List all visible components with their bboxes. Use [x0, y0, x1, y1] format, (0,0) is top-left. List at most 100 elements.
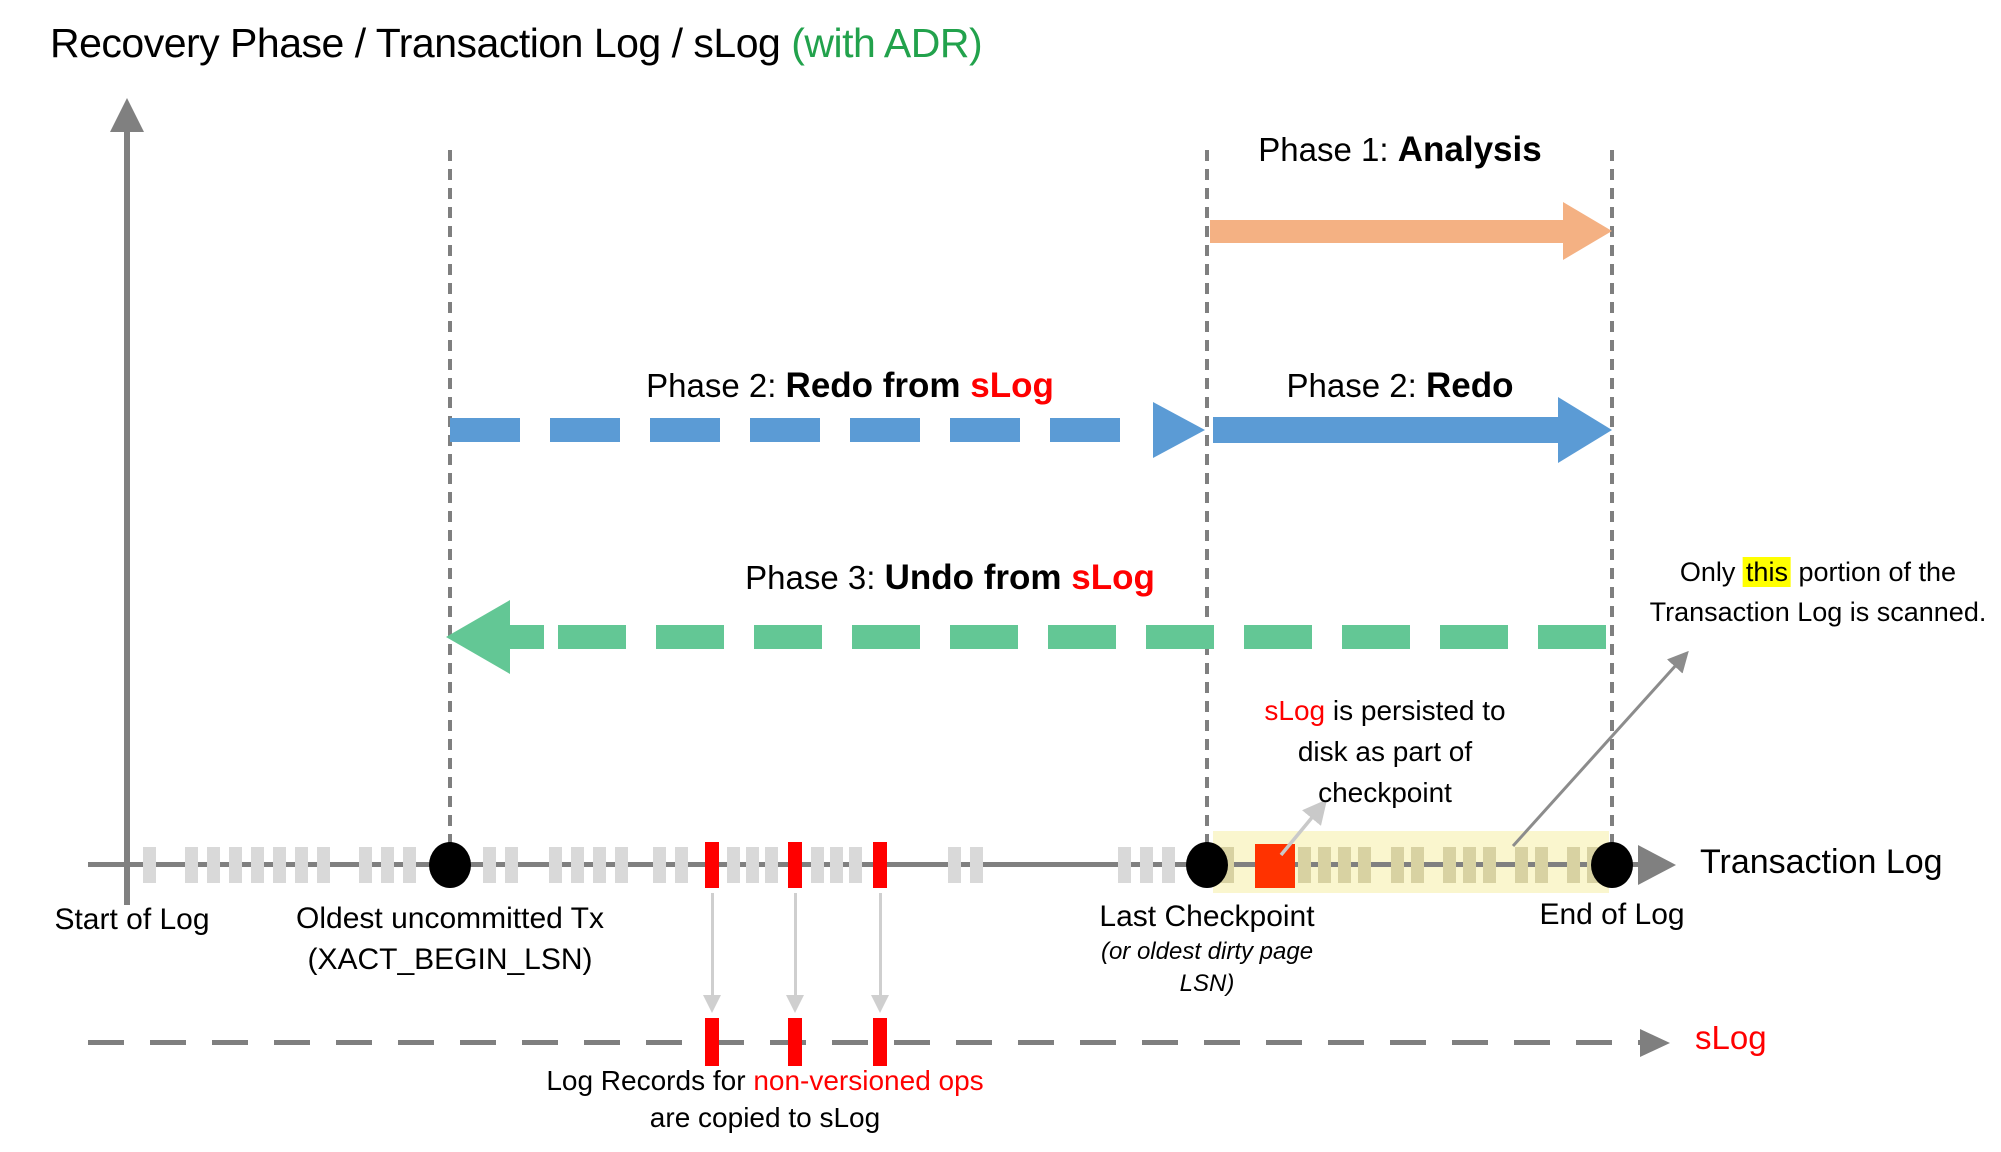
scanned-log-record-tick — [1463, 847, 1476, 883]
scanned-log-record-tick — [1483, 847, 1496, 883]
persist-note: sLog is persisted to disk as part of che… — [1264, 690, 1505, 813]
persist-note-line1: sLog is persisted to — [1264, 690, 1505, 731]
phase2-slog-name: Redo from — [785, 366, 971, 405]
start-of-log-label: Start of Log — [54, 903, 210, 936]
checkpoint-label-line2: (or oldest dirty page — [1100, 938, 1314, 965]
transaction-log-axis-label: Transaction Log — [1700, 843, 1943, 881]
log-record-tick — [746, 847, 759, 883]
scan-note-line1: Only this portion of the — [1650, 552, 1987, 592]
log-record-tick — [1118, 847, 1131, 883]
log-record-tick — [675, 847, 688, 883]
copy-to-slog-arrow-line — [794, 893, 797, 995]
log-record-tick — [317, 847, 330, 883]
log-record-tick — [273, 847, 286, 883]
oldest-uncommitted-tx-guide-line — [448, 150, 452, 845]
log-record-tick — [295, 847, 308, 883]
oldest-uncommitted-tx-label: Oldest uncommitted Tx (XACT_BEGIN_LSN) — [296, 898, 604, 980]
phase2-redo-arrowhead-icon — [1558, 397, 1612, 463]
phase2-redo-from-slog-arrowhead-icon — [1153, 402, 1205, 458]
copy-to-slog-arrowhead-icon — [703, 995, 721, 1013]
phase2-name: Redo — [1425, 366, 1514, 405]
scan-note-line2: Transaction Log is scanned. — [1649, 597, 1987, 627]
log-record-tick — [251, 847, 264, 883]
phase3-red: sLog — [1071, 558, 1155, 597]
non-versioned-op-tick — [873, 842, 887, 888]
log-record-tick — [571, 847, 584, 883]
title-main: Recovery Phase / Transaction Log / sLog — [50, 20, 792, 66]
log-record-tick — [849, 847, 862, 883]
copy-note-black: Log Records for — [546, 1065, 754, 1096]
log-record-tick — [403, 847, 416, 883]
scanned-log-record-tick — [1298, 847, 1311, 883]
copy-note-line2: are copied to sLog — [649, 1102, 881, 1133]
oldest-label-line1: Oldest uncommitted Tx — [296, 902, 604, 935]
scanned-log-record-tick — [1515, 847, 1528, 883]
slog-record-tick — [705, 1018, 719, 1066]
last-checkpoint-marker — [1186, 842, 1228, 888]
log-record-tick — [615, 847, 628, 883]
copy-note: Log Records for non-versioned ops are co… — [546, 1062, 983, 1136]
end-of-log-guide-line — [1610, 150, 1614, 845]
persist-note-red: sLog — [1264, 695, 1326, 726]
scanned-log-record-tick — [1567, 847, 1580, 883]
oldest-label-line2: (XACT_BEGIN_LSN) — [307, 943, 593, 976]
copy-to-slog-arrowhead-icon — [786, 995, 804, 1013]
log-record-tick — [593, 847, 606, 883]
log-record-tick — [359, 847, 372, 883]
phase2-slog-red: sLog — [970, 366, 1054, 405]
log-record-tick — [830, 847, 843, 883]
page-title: Recovery Phase / Transaction Log / sLog … — [50, 20, 983, 67]
phase3-prefix: Phase 3: — [745, 559, 885, 596]
copy-to-slog-arrowhead-icon — [871, 995, 889, 1013]
phase2-redo-arrow-body — [1213, 417, 1558, 443]
scan-note-highlight: this — [1742, 557, 1791, 587]
scanned-log-record-tick — [1411, 847, 1424, 883]
slog-axis-label: sLog — [1695, 1019, 1767, 1056]
checkpoint-label-line1: Last Checkpoint — [1099, 900, 1315, 933]
scan-note-post: portion of the — [1790, 557, 1957, 587]
copy-note-red: non-versioned ops — [753, 1065, 984, 1096]
non-versioned-op-tick — [788, 842, 802, 888]
scan-note: Only this portion of the Transaction Log… — [1649, 552, 1987, 632]
copy-note-line1: Log Records for non-versioned ops — [546, 1062, 983, 1099]
phase1-analysis-arrow-body — [1210, 220, 1563, 243]
slog-record-tick — [873, 1018, 887, 1066]
persist-note-line3: checkpoint — [1318, 777, 1452, 808]
scanned-log-record-tick — [1391, 847, 1404, 883]
phase2-redo-label: Phase 2: Redo — [1287, 366, 1514, 406]
checkpoint-label-line3: LSN) — [1179, 970, 1235, 997]
scanned-log-record-tick — [1535, 847, 1548, 883]
phase3-label: Phase 3: Undo from sLog — [745, 558, 1155, 598]
end-of-log-marker — [1591, 842, 1633, 888]
scanned-log-record-tick — [1443, 847, 1456, 883]
non-versioned-op-tick — [705, 842, 719, 888]
slog-axis-line — [88, 1040, 1640, 1045]
transaction-log-arrowhead-icon — [1638, 845, 1676, 885]
log-record-tick — [811, 847, 824, 883]
end-of-log-label: End of Log — [1539, 898, 1685, 931]
log-record-tick — [1162, 847, 1175, 883]
log-record-tick — [549, 847, 562, 883]
transaction-log-axis-line — [88, 862, 1640, 867]
phase2-slog-prefix: Phase 2: — [646, 367, 786, 404]
scanned-log-record-tick — [1338, 847, 1351, 883]
scan-note-pointer-arrow — [1511, 650, 1689, 848]
y-axis-arrowhead-icon — [110, 98, 144, 132]
phase1-label: Phase 1: Analysis — [1258, 130, 1541, 170]
phase3-undo-arrow-stem — [510, 625, 544, 649]
slog-persisted-marker — [1255, 844, 1295, 888]
title-adr-suffix: (with ADR) — [791, 20, 983, 66]
phase2-redo-from-slog-arrow-body — [450, 418, 1150, 442]
phase2-redo-from-slog-label: Phase 2: Redo from sLog — [646, 366, 1054, 406]
slog-arrowhead-icon — [1640, 1029, 1670, 1057]
log-record-tick — [765, 847, 778, 883]
persist-note-rest: is persisted to — [1325, 695, 1506, 726]
log-record-tick — [948, 847, 961, 883]
log-record-tick — [483, 847, 496, 883]
scanned-log-record-tick — [1358, 847, 1371, 883]
last-checkpoint-guide-line — [1205, 150, 1209, 845]
scanned-log-record-tick — [1318, 847, 1331, 883]
scan-note-pre: Only — [1679, 557, 1743, 587]
phase2-prefix: Phase 2: — [1286, 367, 1426, 404]
slog-record-tick — [788, 1018, 802, 1066]
